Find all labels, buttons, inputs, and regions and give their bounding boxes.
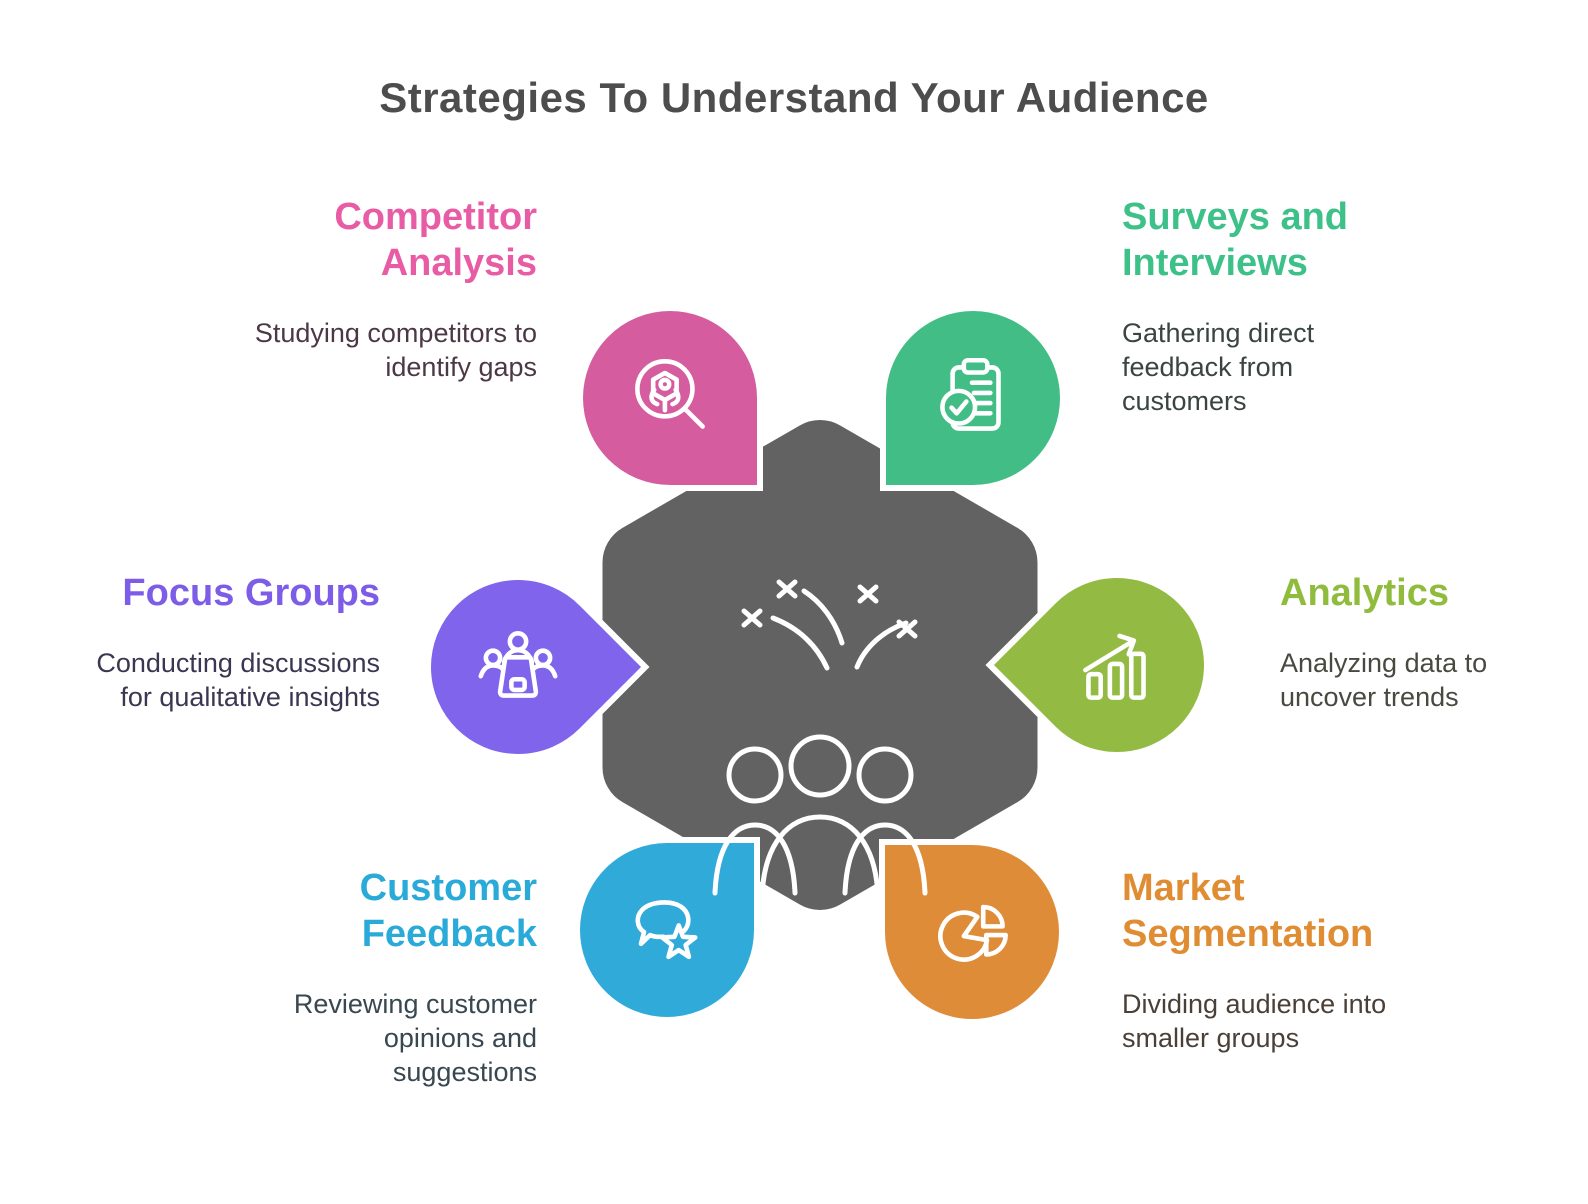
focus-groups-petal bbox=[386, 535, 650, 799]
surveys-interviews-petal bbox=[880, 305, 1066, 491]
person-shoulders bbox=[842, 822, 928, 896]
sparkle-x-icon bbox=[776, 579, 798, 599]
confetti-swoosh bbox=[770, 615, 830, 671]
analytics-description: Analyzing data to uncover trends bbox=[1280, 648, 1488, 712]
confetti-swoosh bbox=[854, 620, 909, 670]
sparkle-x-icon bbox=[741, 608, 763, 628]
competitor-analysis-petal bbox=[577, 305, 763, 491]
magnifier-robot-icon bbox=[635, 358, 705, 429]
sparkle-x-icon bbox=[857, 584, 879, 604]
market-segmentation-description: Dividing audience into smaller groups bbox=[1122, 989, 1387, 1053]
customer-feedback-title: Customer Feedback bbox=[359, 867, 537, 955]
focus-groups-title: Focus Groups bbox=[122, 572, 380, 614]
person-shoulders bbox=[712, 822, 798, 896]
person-head bbox=[788, 734, 852, 798]
clipboard-check-icon bbox=[940, 357, 1001, 431]
person-head bbox=[726, 746, 784, 804]
confetti-swoosh bbox=[801, 588, 845, 646]
growth-chart-icon bbox=[1083, 633, 1146, 700]
customer-feedback-textblock: Customer Feedback Reviewing customer opi… bbox=[117, 865, 537, 1089]
surveys-interviews-description: Gathering direct feedback from customers bbox=[1122, 318, 1315, 416]
page-title: Strategies To Understand Your Audience bbox=[379, 74, 1209, 121]
analytics-title: Analytics bbox=[1280, 572, 1449, 614]
competitor-analysis-textblock: Competitor Analysis Studying competitors… bbox=[117, 194, 537, 384]
meeting-table-icon bbox=[478, 631, 558, 698]
competitor-analysis-description: Studying competitors to identify gaps bbox=[254, 318, 537, 382]
focus-groups-textblock: Focus Groups Conducting discussions for … bbox=[0, 570, 380, 714]
person-shoulders bbox=[759, 814, 881, 900]
customer-feedback-petal bbox=[574, 837, 760, 1023]
analytics-textblock: Analytics Analyzing data to uncover tren… bbox=[1280, 570, 1580, 714]
market-segmentation-petal bbox=[879, 839, 1065, 1025]
pie-chart-icon bbox=[938, 904, 1008, 962]
market-segmentation-title: Market Segmentation bbox=[1122, 867, 1374, 955]
competitor-analysis-title: Competitor Analysis bbox=[334, 196, 537, 284]
person-head bbox=[856, 746, 914, 804]
customer-feedback-description: Reviewing customer opinions and suggesti… bbox=[293, 989, 537, 1087]
audience-celebration-icon bbox=[712, 579, 928, 900]
chat-star-icon bbox=[635, 900, 698, 960]
market-segmentation-textblock: Market Segmentation Dividing audience in… bbox=[1122, 865, 1562, 1055]
analytics-petal bbox=[985, 533, 1249, 797]
surveys-interviews-title: Surveys and Interviews bbox=[1122, 196, 1348, 284]
surveys-interviews-textblock: Surveys and Interviews Gathering direct … bbox=[1122, 194, 1542, 418]
focus-groups-description: Conducting discussions for qualitative i… bbox=[96, 648, 380, 712]
